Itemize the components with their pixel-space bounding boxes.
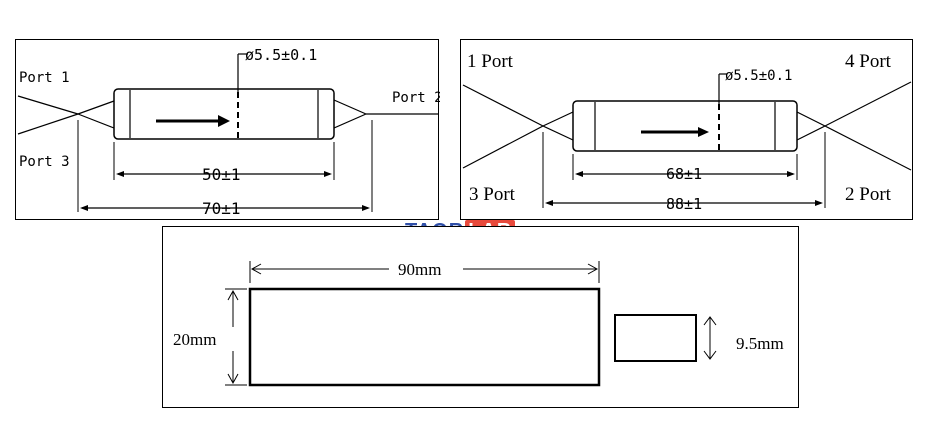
package-dimension-panel: 90mm 20mm 9.5mm — [162, 226, 799, 408]
package-rectangle — [248, 287, 601, 387]
package-dimension-drawing — [225, 261, 717, 387]
right-device-panel: 1 Port 4 Port 3 Port 2 Port ø5.5±0.1 68±… — [460, 39, 913, 220]
fiber-lead-port3 — [17, 113, 79, 135]
small-component-rectangle — [614, 314, 697, 362]
right-device-drawing — [462, 73, 912, 208]
left-device-panel: Port 1 Port 3 Port 2 ø5.5±0.1 50±1 70±1 — [15, 39, 440, 220]
fiber-lead-port1 — [17, 95, 79, 115]
device-body — [113, 88, 335, 140]
left-device-drawing — [17, 53, 438, 212]
device-body — [572, 100, 798, 152]
